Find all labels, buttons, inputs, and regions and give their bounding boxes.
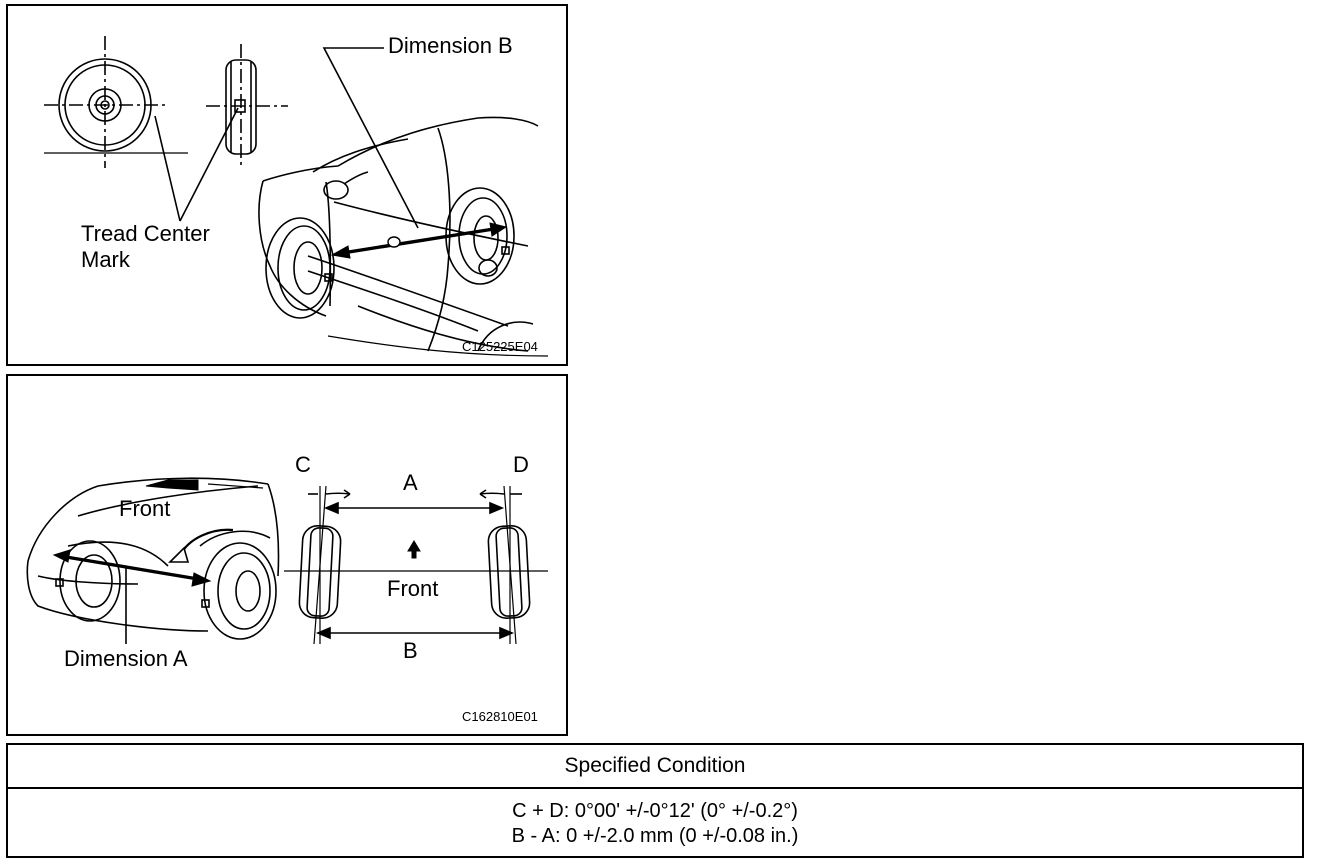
car-body-side (258, 116, 549, 357)
spec-row-camber-toe: C + D: 0°00' +/-0°12' (0° +/-0.2°) (512, 799, 798, 822)
front-label-car: Front (119, 496, 171, 521)
angle-d-label: D (513, 452, 529, 477)
tread-center-mark-label: Tread Center Mark (81, 221, 210, 272)
spec-row-toe-dimension: B - A: 0 +/-2.0 mm (0 +/-0.08 in.) (511, 824, 799, 847)
dimension-b-label: Dimension B (388, 33, 513, 58)
figure-toe-measurement: C D A B Front Front Dimension A C162810E… (6, 374, 568, 736)
dimension-b-bottom-label: B (403, 638, 418, 663)
table-body: C + D: 0°00' +/-0°12' (0° +/-0.2°) B - A… (8, 789, 1302, 858)
wheels-top-view (284, 485, 548, 645)
tire-side-view (206, 44, 288, 166)
dimension-a-label: Dimension A (64, 646, 188, 671)
toe-measurement-illustration (26, 477, 548, 645)
figure-tread-center-mark: Dimension B Tread Center Mark C125225E04 (6, 4, 568, 366)
angle-c-label: C (295, 452, 311, 477)
car-front-view (26, 477, 280, 640)
front-label-wheels: Front (387, 576, 439, 601)
figure-code: C162810E01 (462, 709, 538, 724)
dimension-b-arrow (330, 222, 508, 259)
tire-front-view (44, 36, 188, 168)
dimension-a-arrow (52, 549, 212, 587)
specified-condition-table: Specified Condition C + D: 0°00' +/-0°12… (6, 743, 1304, 858)
figure-code: C125225E04 (462, 339, 538, 354)
dimension-a-top-label: A (403, 470, 418, 495)
tread-center-mark-illustration (44, 36, 549, 357)
front-direction-arrow-icon (145, 479, 199, 491)
table-header: Specified Condition (8, 745, 1302, 789)
